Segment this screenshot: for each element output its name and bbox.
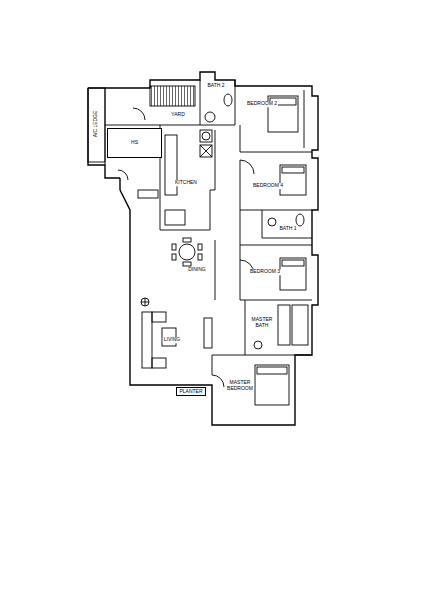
room-label: MASTER BEDROOM: [226, 380, 254, 391]
room-label: LIVING: [163, 337, 181, 343]
planter-box: PLANTER: [176, 387, 206, 396]
room-label: HS: [131, 140, 138, 146]
shelter-box: HS: [107, 128, 162, 158]
room-label: YARD: [170, 112, 186, 118]
room-label: BEDROOM 3: [249, 269, 281, 275]
room-label: BATH 2: [206, 83, 225, 89]
room-label: DINING: [187, 267, 207, 273]
room-label: KITCHEN: [174, 180, 198, 186]
room-label: MASTER BATH: [251, 317, 274, 328]
room-label: PLANTER: [179, 389, 202, 395]
room-label: BEDROOM 2: [246, 101, 278, 107]
room-label: BATH 1: [278, 226, 297, 232]
room-label: A/C LEDGE: [93, 110, 99, 139]
room-label: BEDROOM 4: [252, 183, 284, 189]
